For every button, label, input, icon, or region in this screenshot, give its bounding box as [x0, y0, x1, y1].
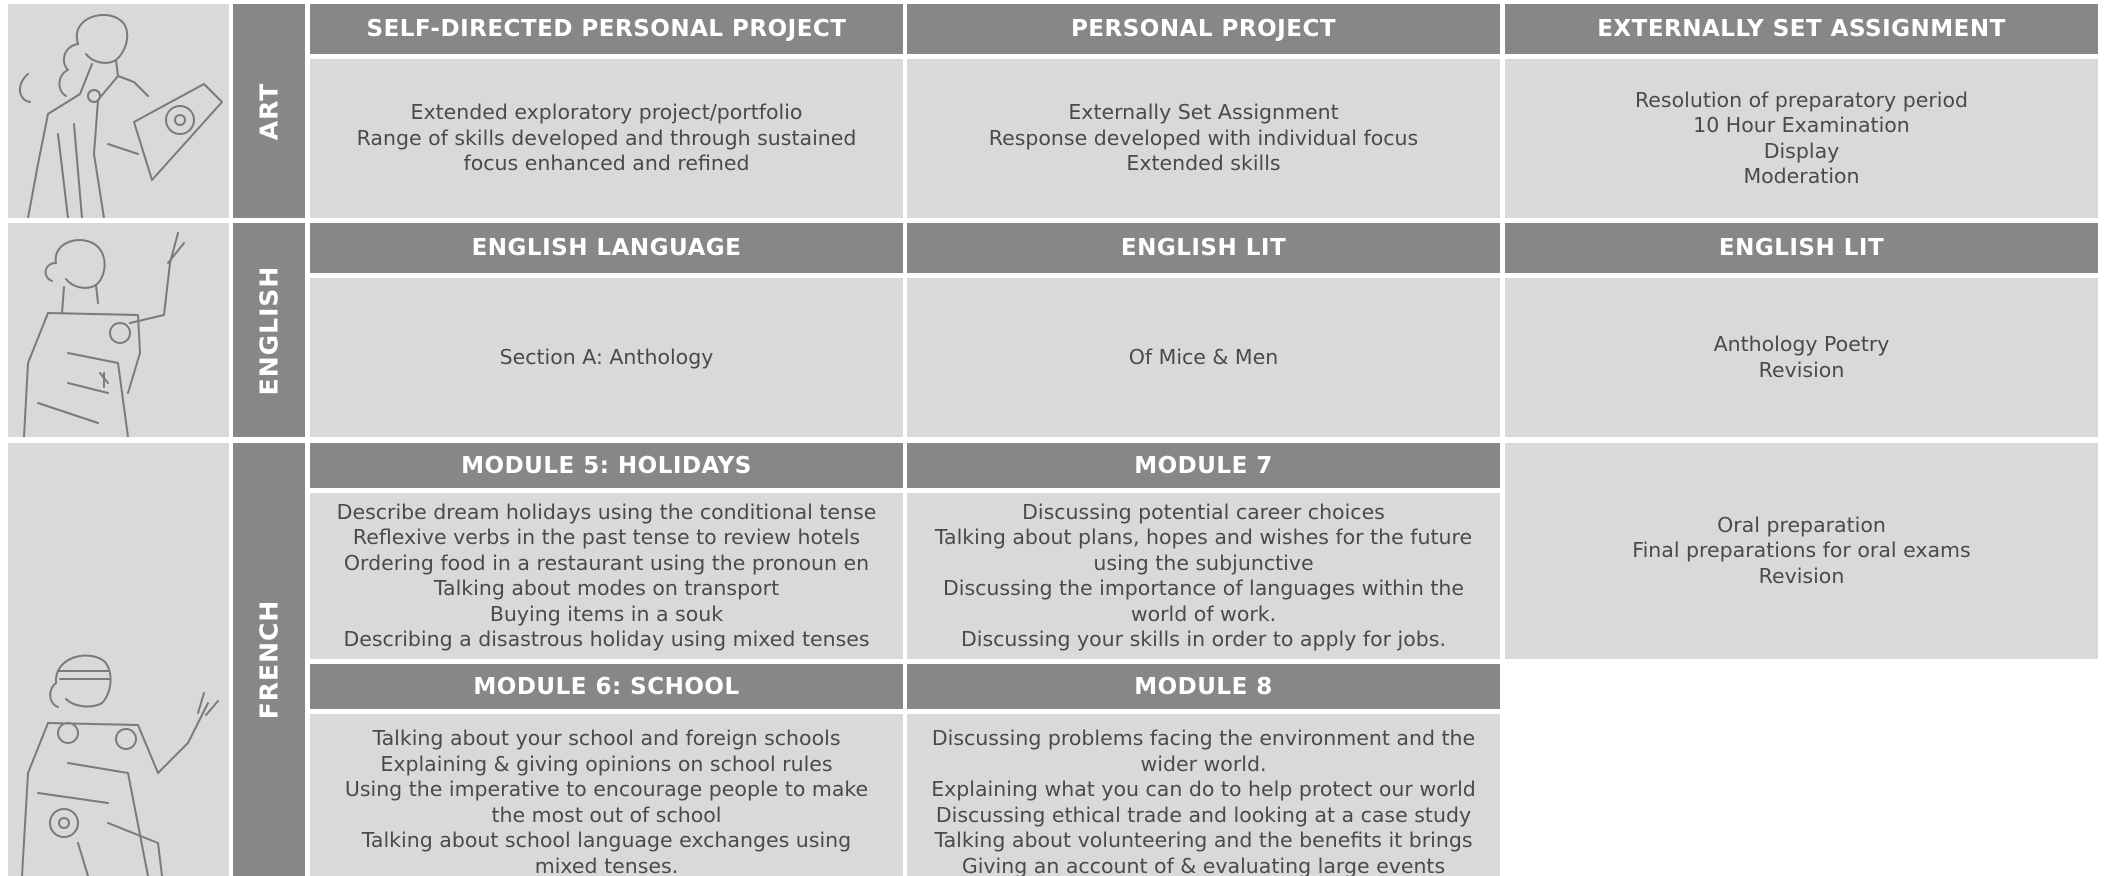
art-illustration [8, 4, 229, 218]
english-side-label: ENGLISH [233, 223, 305, 437]
french-header-module-8: MODULE 8 [907, 664, 1500, 709]
english-cell-2: Of Mice & Men [907, 278, 1500, 437]
english-header-1: ENGLISH LANGUAGE [310, 223, 903, 273]
art-header-2: PERSONAL PROJECT [907, 4, 1500, 54]
french-header-module-6: MODULE 6: SCHOOL [310, 664, 903, 709]
french-cell-module-7: Discussing potential career choices Talk… [907, 493, 1500, 659]
french-cell-oral: Oral preparation Final preparations for … [1505, 443, 2098, 659]
english-illustration [8, 223, 229, 437]
art-header-3: EXTERNALLY SET ASSIGNMENT [1505, 4, 2098, 54]
french-cell-module-6: Talking about your school and foreign sc… [310, 714, 903, 876]
art-cell-3: Resolution of preparatory period 10 Hour… [1505, 59, 2098, 218]
english-header-3: ENGLISH LIT [1505, 223, 2098, 273]
art-cell-2: Externally Set Assignment Response devel… [907, 59, 1500, 218]
art-cell-1: Extended exploratory project/portfolio R… [310, 59, 903, 218]
english-header-2: ENGLISH LIT [907, 223, 1500, 273]
french-header-module-5: MODULE 5: HOLIDAYS [310, 443, 903, 488]
english-cell-1: Section A: Anthology [310, 278, 903, 437]
french-header-module-7: MODULE 7 [907, 443, 1500, 488]
french-cell-module-8: Discussing problems facing the environme… [907, 714, 1500, 876]
english-cell-3: Anthology Poetry Revision [1505, 278, 2098, 437]
art-side-label: ART [233, 4, 305, 218]
french-side-label: FRENCH [233, 443, 305, 876]
french-illustration [8, 443, 229, 876]
art-header-1: SELF-DIRECTED PERSONAL PROJECT [310, 4, 903, 54]
french-cell-module-5: Describe dream holidays using the condit… [310, 493, 903, 659]
